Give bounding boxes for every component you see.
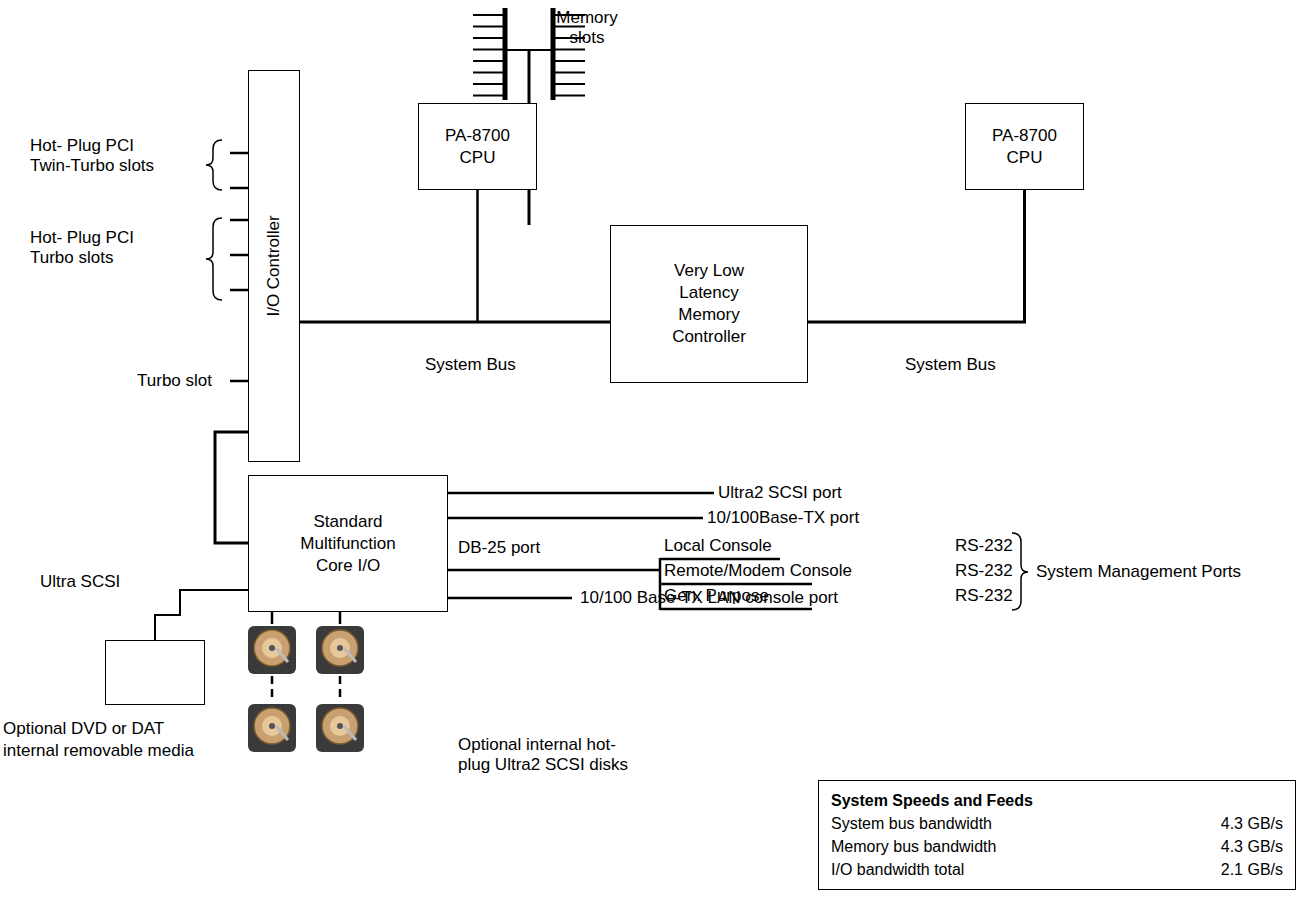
pci-slot-ticks	[230, 153, 248, 381]
table-cell: System bus bandwidth	[831, 812, 992, 835]
slot-tick	[473, 95, 505, 97]
slot-tick	[553, 60, 585, 62]
slot-tick	[553, 72, 585, 74]
bus-connector	[215, 432, 248, 543]
slot-tick	[473, 14, 505, 16]
memory-label: Memory slots	[545, 8, 629, 48]
disk-drives	[248, 626, 364, 752]
bus-connector	[478, 190, 611, 322]
core-io-box: Standard Multifunction Core I/O	[248, 475, 448, 612]
slot-tick	[473, 37, 505, 39]
box-label: Standard Multifunction Core I/O	[281, 511, 416, 577]
speeds-table: System Speeds and FeedsSystem bus bandwi…	[818, 780, 1296, 890]
box-label: PA-8700 CPU	[985, 125, 1065, 169]
bus-connector	[300, 190, 478, 322]
box-label: I/O Controller	[263, 215, 285, 316]
table-cell: Memory bus bandwidth	[831, 835, 996, 858]
bus-connector	[808, 190, 1025, 322]
io-controller-box: I/O Controller	[248, 70, 300, 462]
box-label: PA-8700 CPU	[438, 125, 518, 169]
slot-tick	[473, 72, 505, 74]
bus-label: System Bus	[905, 355, 996, 375]
table-value: 4.3 GB/s	[1221, 835, 1283, 858]
slot-label: Hot- Plug PCI Turbo slots	[30, 228, 145, 268]
cpu-box: PA-8700 CPU	[418, 103, 537, 190]
interface-label: RS-232	[955, 586, 1013, 606]
slot-tick	[473, 49, 505, 51]
slot-tick	[473, 83, 505, 85]
slot-tick	[473, 26, 505, 28]
port-label: DB-25 port	[458, 538, 540, 558]
memory-controller-box: Very Low Latency Memory Controller	[610, 225, 808, 383]
table-value: 2.1 GB/s	[1221, 858, 1283, 881]
port-label: Ultra2 SCSI port	[718, 483, 842, 503]
table-value: 4.3 GB/s	[1221, 812, 1283, 835]
box-label: Optional DVD or DAT internal removable m…	[3, 718, 203, 762]
port-label: 10/100Base-TX port	[707, 508, 859, 528]
table-cell: I/O bandwidth total	[831, 858, 964, 881]
interface-label: RS-232	[955, 561, 1013, 581]
console-label: Local Console	[664, 536, 772, 556]
slot-tick	[553, 49, 585, 51]
port-label: 10/100 Base-TX LAN console port	[580, 588, 838, 608]
group-label: System Management Ports	[1036, 562, 1241, 582]
table-title: System Speeds and Feeds	[831, 789, 1033, 812]
bus-label: System Bus	[425, 355, 516, 375]
box-label: Very Low Latency Memory Controller	[661, 260, 757, 348]
media-box: Optional DVD or DAT internal removable m…	[105, 640, 205, 705]
slot-tick	[553, 83, 585, 85]
slot-label: Hot- Plug PCI Twin-Turbo slots	[30, 136, 165, 176]
slot-tick	[553, 95, 585, 97]
bus-connector	[155, 590, 248, 640]
cpu-box: PA-8700 CPU	[965, 103, 1084, 190]
slot-label: Turbo slot	[60, 371, 212, 391]
bracket	[206, 140, 1028, 610]
interface-label: RS-232	[955, 536, 1013, 556]
console-label: Remote/Modem Console	[664, 561, 852, 581]
caption-note: Optional internal hot-plug Ultra2 SCSI d…	[458, 735, 643, 775]
bus-label: Ultra SCSI	[40, 572, 120, 592]
slot-tick	[473, 60, 505, 62]
